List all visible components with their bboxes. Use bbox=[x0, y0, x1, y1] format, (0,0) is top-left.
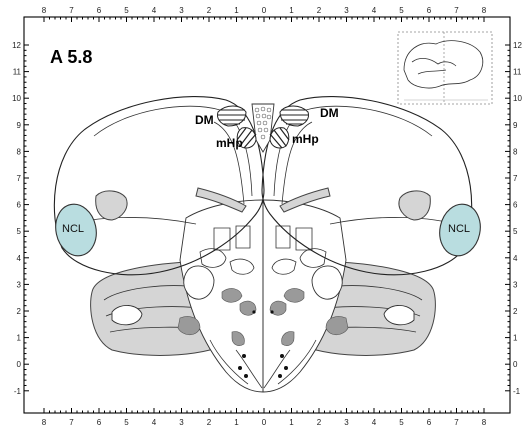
x-tick-label-bottom: 8 bbox=[42, 418, 47, 427]
x-tick-label-bottom: 6 bbox=[97, 418, 102, 427]
x-tick-label-top: 5 bbox=[399, 6, 404, 15]
label-dm-left: DM bbox=[195, 113, 214, 127]
x-axis-bottom: 8 7 6 5 4 3 2 1 0 1 2 3 4 5 6 7 8 bbox=[42, 408, 487, 427]
brainstem bbox=[178, 200, 348, 392]
y-tick-label-left: 10 bbox=[12, 94, 21, 103]
x-tick-label-top: 7 bbox=[69, 6, 74, 15]
y-tick-label-right: 3 bbox=[513, 280, 518, 289]
x-tick-label-bottom: 7 bbox=[454, 418, 459, 427]
y-tick-label-right: 8 bbox=[513, 147, 518, 156]
x-tick-label-bottom: 6 bbox=[427, 418, 432, 427]
x-tick-label-top: 6 bbox=[97, 6, 102, 15]
dm-right-region bbox=[280, 106, 309, 126]
brain-section bbox=[51, 97, 485, 392]
x-tick-label-bottom: 0 bbox=[262, 418, 267, 427]
y-tick-label-left: 4 bbox=[17, 254, 22, 263]
x-tick-label-bottom: 4 bbox=[372, 418, 377, 427]
x-tick-label-bottom: 3 bbox=[344, 418, 349, 427]
x-tick-label-bottom: 2 bbox=[207, 418, 212, 427]
x-tick-label-top: 0 bbox=[262, 6, 267, 15]
x-tick-label-top: 2 bbox=[207, 6, 212, 15]
label-dm-right: DM bbox=[320, 106, 339, 120]
y-tick-label-left: 0 bbox=[17, 360, 22, 369]
dm-left-region bbox=[217, 106, 246, 126]
x-tick-label-top: 4 bbox=[152, 6, 157, 15]
x-tick-label-top: 4 bbox=[372, 6, 377, 15]
y-tick-label-left: 7 bbox=[17, 174, 22, 183]
x-tick-label-bottom: 5 bbox=[124, 418, 129, 427]
y-tick-label-right: 2 bbox=[513, 307, 518, 316]
x-tick-label-top: 5 bbox=[124, 6, 129, 15]
x-tick-label-top: 2 bbox=[317, 6, 322, 15]
x-tick-label-bottom: 5 bbox=[399, 418, 404, 427]
x-axis-top: 8 7 6 5 4 3 2 1 0 1 2 3 4 5 6 7 8 bbox=[42, 6, 487, 22]
y-tick-label-left: 2 bbox=[17, 307, 22, 316]
x-tick-label-top: 7 bbox=[454, 6, 459, 15]
y-tick-label-left: 8 bbox=[17, 147, 22, 156]
y-tick-label-right: 10 bbox=[513, 94, 522, 103]
y-tick-label-left: 1 bbox=[17, 334, 22, 343]
y-tick-label-left: 5 bbox=[17, 227, 22, 236]
mhp-right-region bbox=[270, 128, 289, 148]
x-tick-label-bottom: 2 bbox=[317, 418, 322, 427]
label-mhp-left: mHp bbox=[216, 136, 243, 150]
x-tick-label-top: 1 bbox=[234, 6, 239, 15]
y-tick-label-left: -1 bbox=[14, 387, 22, 396]
label-ncl-right: NCL bbox=[448, 223, 470, 235]
y-tick-label-right: 5 bbox=[513, 227, 518, 236]
y-tick-label-left: 12 bbox=[12, 41, 21, 50]
x-tick-label-bottom: 1 bbox=[234, 418, 239, 427]
x-tick-label-bottom: 3 bbox=[179, 418, 184, 427]
x-tick-label-bottom: 4 bbox=[152, 418, 157, 427]
x-tick-label-top: 8 bbox=[42, 6, 47, 15]
label-ncl-left: NCL bbox=[62, 223, 84, 235]
inset-locator-map bbox=[398, 32, 492, 104]
x-tick-label-top: 8 bbox=[482, 6, 487, 15]
y-tick-label-right: 4 bbox=[513, 254, 518, 263]
y-tick-label-left: 3 bbox=[17, 280, 22, 289]
x-tick-label-top: 3 bbox=[344, 6, 349, 15]
x-tick-label-bottom: 7 bbox=[69, 418, 74, 427]
y-tick-label-left: 11 bbox=[13, 68, 22, 77]
y-tick-label-left: 6 bbox=[17, 201, 22, 210]
section-label: A 5.8 bbox=[50, 47, 92, 67]
y-tick-label-right: 1 bbox=[513, 334, 518, 343]
x-tick-label-bottom: 8 bbox=[482, 418, 487, 427]
y-tick-label-right: 7 bbox=[513, 174, 518, 183]
x-tick-label-top: 3 bbox=[179, 6, 184, 15]
x-tick-label-bottom: 1 bbox=[289, 418, 294, 427]
midline-septum bbox=[252, 104, 274, 152]
y-tick-label-right: 11 bbox=[513, 68, 522, 77]
x-tick-label-top: 1 bbox=[289, 6, 294, 15]
y-tick-label-right: 9 bbox=[513, 121, 518, 130]
y-tick-label-right: 6 bbox=[513, 201, 518, 210]
y-axis-left: 1211109876543210-1 bbox=[12, 41, 29, 396]
x-tick-label-top: 6 bbox=[427, 6, 432, 15]
y-tick-label-right: 12 bbox=[513, 41, 522, 50]
y-tick-label-right: 0 bbox=[513, 360, 518, 369]
label-mhp-right: mHp bbox=[292, 132, 319, 146]
y-axis-right: 1211109876543210-1 bbox=[505, 41, 522, 396]
y-tick-label-left: 9 bbox=[17, 121, 22, 130]
y-tick-label-right: -1 bbox=[513, 387, 521, 396]
